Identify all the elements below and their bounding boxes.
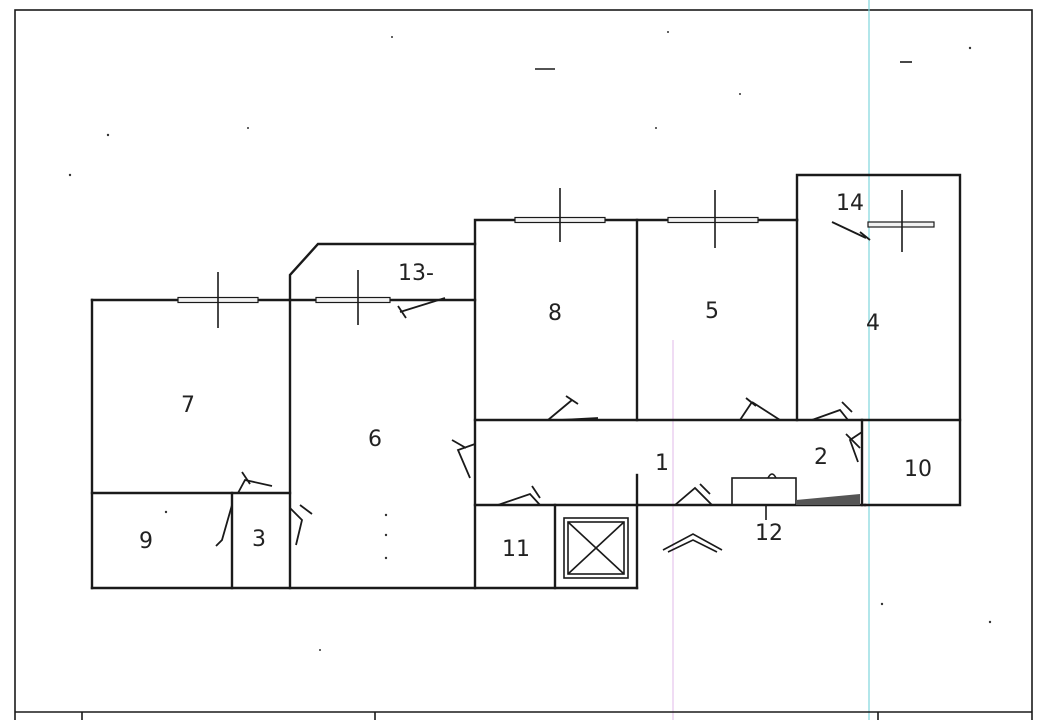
room-label-3: 3 bbox=[252, 527, 266, 552]
room-label-7: 7 bbox=[181, 393, 195, 418]
room-labels: 1 2 3 4 5 6 7 8 9 10 11 12 13- 14 bbox=[139, 191, 932, 562]
room-label-4: 4 bbox=[866, 311, 880, 336]
room-label-10: 10 bbox=[904, 457, 932, 482]
sheet-frame bbox=[14, 9, 1033, 720]
elevator-shaft bbox=[563, 517, 629, 579]
room-label-13: 13- bbox=[398, 261, 434, 286]
scan-specks bbox=[68, 31, 992, 651]
room-label-11: 11 bbox=[502, 537, 530, 562]
room-label-8: 8 bbox=[548, 301, 562, 326]
room-label-6: 6 bbox=[368, 427, 382, 452]
room-label-2: 2 bbox=[814, 445, 828, 470]
room-label-5: 5 bbox=[705, 299, 719, 324]
doors bbox=[215, 221, 871, 547]
interior-walls bbox=[90, 218, 962, 590]
room-label-12: 12 bbox=[755, 521, 783, 546]
entrance-arrow-icon-inner bbox=[667, 539, 718, 553]
outer-walls bbox=[90, 173, 962, 590]
window-room-6 bbox=[315, 296, 391, 304]
window-room-5 bbox=[667, 216, 759, 224]
stair-hatch bbox=[796, 494, 860, 505]
room-label-9: 9 bbox=[139, 529, 153, 554]
entrance-arrow-icon bbox=[662, 533, 723, 551]
window-room-4 bbox=[867, 221, 935, 228]
cabinet-12 bbox=[731, 473, 797, 520]
room-label-1: 1 bbox=[655, 451, 669, 476]
windows bbox=[177, 188, 935, 328]
room-label-14: 14 bbox=[836, 191, 864, 216]
